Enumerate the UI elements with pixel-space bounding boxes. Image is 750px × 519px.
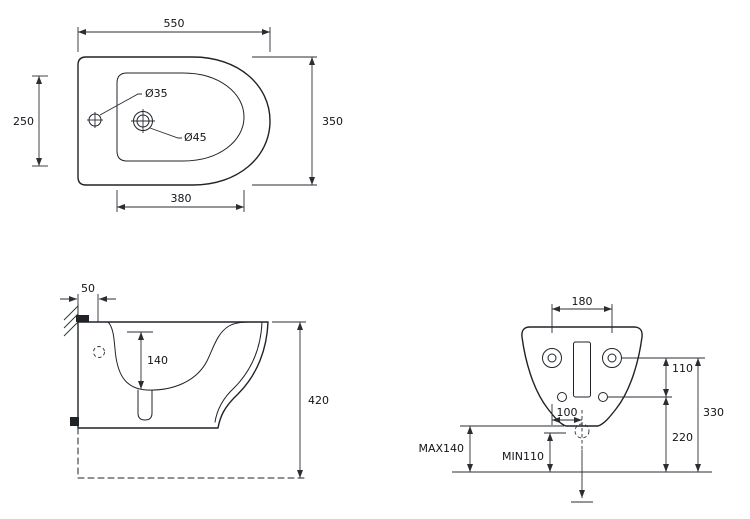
fixing-hole-right-outer <box>602 348 622 368</box>
dim-plan-overall-depth: 350 <box>252 56 343 186</box>
dim-side-overall-height: 420 <box>272 321 329 478</box>
dim-plan-left-depth: 250 <box>13 75 48 167</box>
dim-overall-height-label: 420 <box>308 394 329 407</box>
dim-rear-total-span: 330 <box>695 358 724 472</box>
dim-drain-height-max: MAX140 <box>418 425 564 472</box>
rear-outline <box>521 326 643 427</box>
side-rim-inner-line <box>214 321 263 423</box>
side-view: 50 140 420 <box>60 282 329 479</box>
dim-rear-lower-span: 220 <box>663 397 693 472</box>
faucet-hole: Ø35 <box>87 87 168 128</box>
rear-view: 180 100 110 220 330 MAX140 <box>418 295 724 503</box>
faucet-hole-label: Ø35 <box>145 87 168 100</box>
dim-side-rear-ledge: 50 <box>60 282 116 322</box>
dim-total-span-label: 330 <box>703 406 724 419</box>
dim-side-bowl-depth: 140 <box>127 331 168 389</box>
fixing-hole-right <box>602 348 622 368</box>
plan-basin-outline <box>116 72 245 162</box>
spray-hole: Ø45 <box>131 109 207 144</box>
fixing-bracket <box>76 315 89 322</box>
dim-rear-ledge-label: 50 <box>81 282 95 295</box>
dim-drain-offset-label: 100 <box>557 406 578 419</box>
side-profile-outline <box>77 321 269 429</box>
fixing-hole-right-inner <box>607 353 617 363</box>
dim-overall-width-label: 550 <box>164 17 185 30</box>
dim-upper-span-label: 110 <box>672 362 693 375</box>
plan-outer-outline <box>77 56 271 186</box>
hatch-line <box>63 321 79 337</box>
dim-bowl-depth-label: 140 <box>147 354 168 367</box>
hatch-line <box>63 313 79 329</box>
dim-rear-upper-span: 110 <box>608 357 705 398</box>
dim-drain-height-max-label: MAX140 <box>418 442 464 455</box>
side-bowl-interior <box>107 321 251 391</box>
drain-slot <box>573 341 591 398</box>
dim-lower-span-label: 220 <box>672 431 693 444</box>
fixing-hole-left-outer <box>542 348 562 368</box>
dim-drain-height-min-label: MIN110 <box>502 450 544 463</box>
spray-hole-leader-line <box>149 127 182 139</box>
side-hidden-fixing-hole <box>93 346 105 358</box>
lower-hole-left <box>557 392 567 402</box>
fixing-hole-left-inner <box>547 353 557 363</box>
hatch-line <box>63 305 79 321</box>
side-drain-trap <box>137 389 153 421</box>
dim-rear-drain-offset: 100 <box>551 404 582 425</box>
dim-left-depth-label: 250 <box>13 115 34 128</box>
wall-hatching <box>63 305 79 337</box>
spray-hole-label: Ø45 <box>184 131 207 144</box>
dim-plan-overall-width: 550 <box>77 17 271 52</box>
dim-basin-width-label: 380 <box>171 192 192 205</box>
dim-overall-depth-label: 350 <box>322 115 343 128</box>
fixing-hole-left <box>542 348 562 368</box>
dim-rear-fixing-hole-spacing: 180 <box>551 295 613 333</box>
wall-seal-block <box>70 417 79 426</box>
plan-view: Ø35 Ø45 550 350 250 <box>13 17 343 212</box>
dim-fixing-hole-spacing-label: 180 <box>572 295 593 308</box>
faucet-hole-leader-line <box>99 93 142 116</box>
dim-plan-basin-width: 380 <box>116 190 245 212</box>
dim-drain-height-min: MIN110 <box>502 432 566 472</box>
lower-hole-right <box>598 392 608 402</box>
